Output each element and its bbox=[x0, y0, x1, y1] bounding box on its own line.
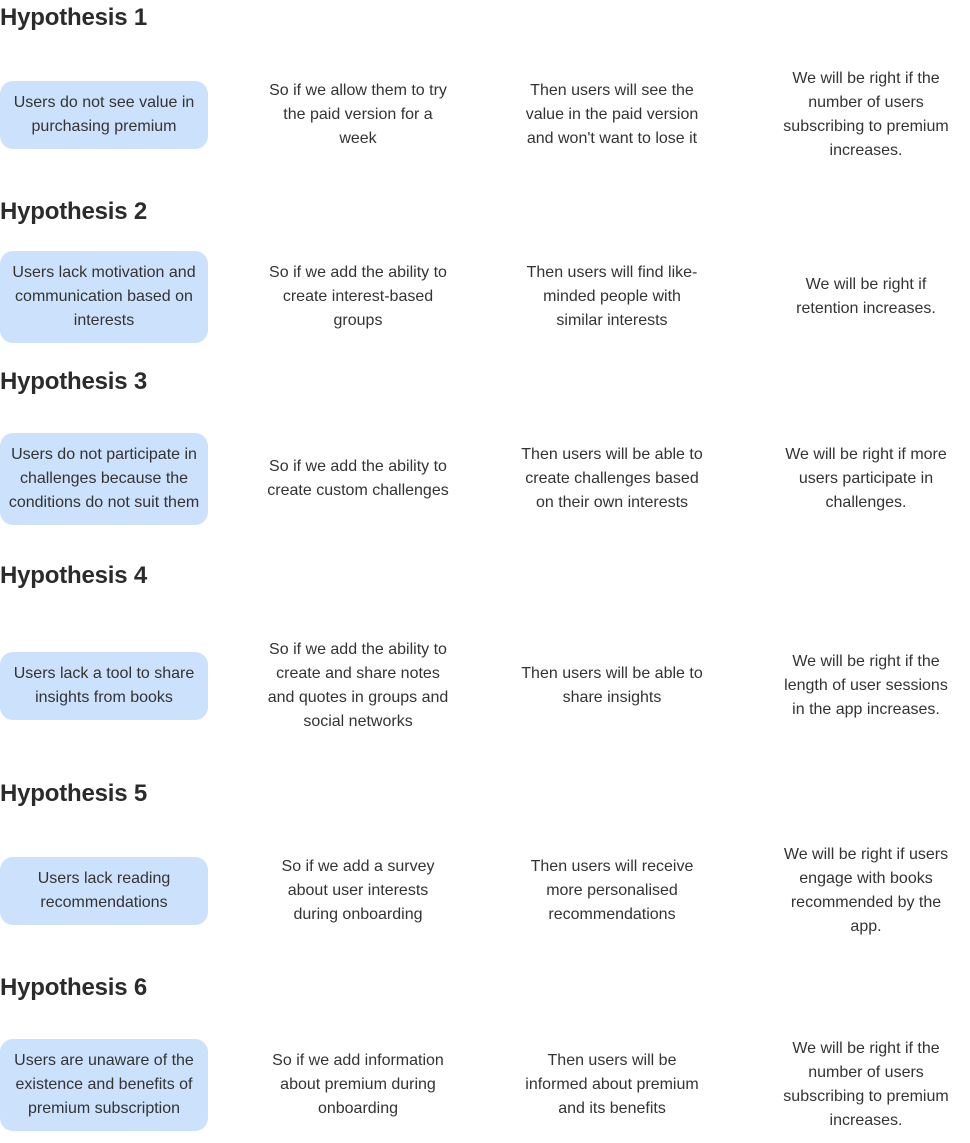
problem-card: Users are unaware of the existence and b… bbox=[0, 1039, 208, 1131]
then-statement: Then users will be able to share insight… bbox=[520, 618, 704, 754]
hypothesis-title: Hypothesis 4 bbox=[0, 562, 147, 589]
hypothesis-title: Hypothesis 3 bbox=[0, 368, 147, 395]
success-text: We will be right if the number of users … bbox=[783, 1040, 949, 1129]
if-statement: So if we add information about premium d… bbox=[266, 1027, 450, 1143]
success-text: We will be right if retention increases. bbox=[796, 276, 936, 317]
hypothesis-row: Users lack a tool to share insights from… bbox=[0, 618, 970, 754]
success-criterion: We will be right if the length of user s… bbox=[776, 618, 956, 754]
hypothesis-title: Hypothesis 2 bbox=[0, 198, 147, 225]
problem-card: Users do not participate in challenges b… bbox=[0, 433, 208, 525]
success-text: We will be right if the number of users … bbox=[783, 70, 949, 159]
then-statement: Then users will see the value in the pai… bbox=[520, 66, 704, 164]
if-text: So if we add the ability to create custo… bbox=[267, 458, 449, 499]
then-statement: Then users will be informed about premiu… bbox=[520, 1027, 704, 1143]
success-criterion: We will be right if retention increases. bbox=[776, 251, 956, 343]
then-statement: Then users will be able to create challe… bbox=[520, 421, 704, 537]
hypothesis-title: Hypothesis 5 bbox=[0, 780, 147, 807]
then-text: Then users will find like-minded people … bbox=[526, 264, 698, 329]
then-text: Then users will receive more personalise… bbox=[530, 858, 694, 923]
hypothesis-row: Users lack reading recommendations So if… bbox=[0, 842, 970, 940]
if-text: So if we add a survey about user interes… bbox=[281, 858, 435, 923]
hypothesis-row: Users do not see value in purchasing pre… bbox=[0, 66, 970, 164]
success-criterion: We will be right if the number of users … bbox=[776, 1027, 956, 1143]
success-text: We will be right if users engage with bo… bbox=[783, 846, 949, 935]
then-text: Then users will be informed about premiu… bbox=[525, 1052, 699, 1117]
then-statement: Then users will find like-minded people … bbox=[520, 251, 704, 343]
if-statement: So if we add the ability to create inter… bbox=[266, 251, 450, 343]
problem-card: Users do not see value in purchasing pre… bbox=[0, 81, 208, 149]
hypothesis-title: Hypothesis 6 bbox=[0, 974, 147, 1001]
if-text: So if we allow them to try the paid vers… bbox=[269, 82, 447, 147]
if-text: So if we add information about premium d… bbox=[272, 1052, 444, 1117]
if-statement: So if we add the ability to create custo… bbox=[266, 421, 450, 537]
if-text: So if we add the ability to create inter… bbox=[269, 264, 447, 329]
then-text: Then users will be able to create challe… bbox=[521, 446, 703, 511]
if-statement: So if we add a survey about user interes… bbox=[266, 842, 450, 940]
success-text: We will be right if more users participa… bbox=[785, 446, 947, 511]
hypothesis-row: Users do not participate in challenges b… bbox=[0, 421, 970, 537]
hypothesis-row: Users lack motivation and communication … bbox=[0, 251, 970, 343]
success-text: We will be right if the length of user s… bbox=[784, 653, 948, 718]
then-text: Then users will be able to share insight… bbox=[521, 665, 703, 706]
success-criterion: We will be right if users engage with bo… bbox=[776, 842, 956, 940]
problem-card: Users lack reading recommendations bbox=[0, 857, 208, 925]
hypothesis-title: Hypothesis 1 bbox=[0, 4, 147, 31]
success-criterion: We will be right if the number of users … bbox=[776, 66, 956, 164]
if-text: So if we add the ability to create and s… bbox=[267, 641, 449, 730]
success-criterion: We will be right if more users participa… bbox=[776, 421, 956, 537]
problem-card: Users lack a tool to share insights from… bbox=[0, 652, 208, 720]
hypothesis-row: Users are unaware of the existence and b… bbox=[0, 1027, 970, 1143]
then-text: Then users will see the value in the pai… bbox=[525, 82, 699, 147]
if-statement: So if we allow them to try the paid vers… bbox=[266, 66, 450, 164]
if-statement: So if we add the ability to create and s… bbox=[266, 618, 450, 754]
problem-card: Users lack motivation and communication … bbox=[0, 251, 208, 343]
then-statement: Then users will receive more personalise… bbox=[520, 842, 704, 940]
